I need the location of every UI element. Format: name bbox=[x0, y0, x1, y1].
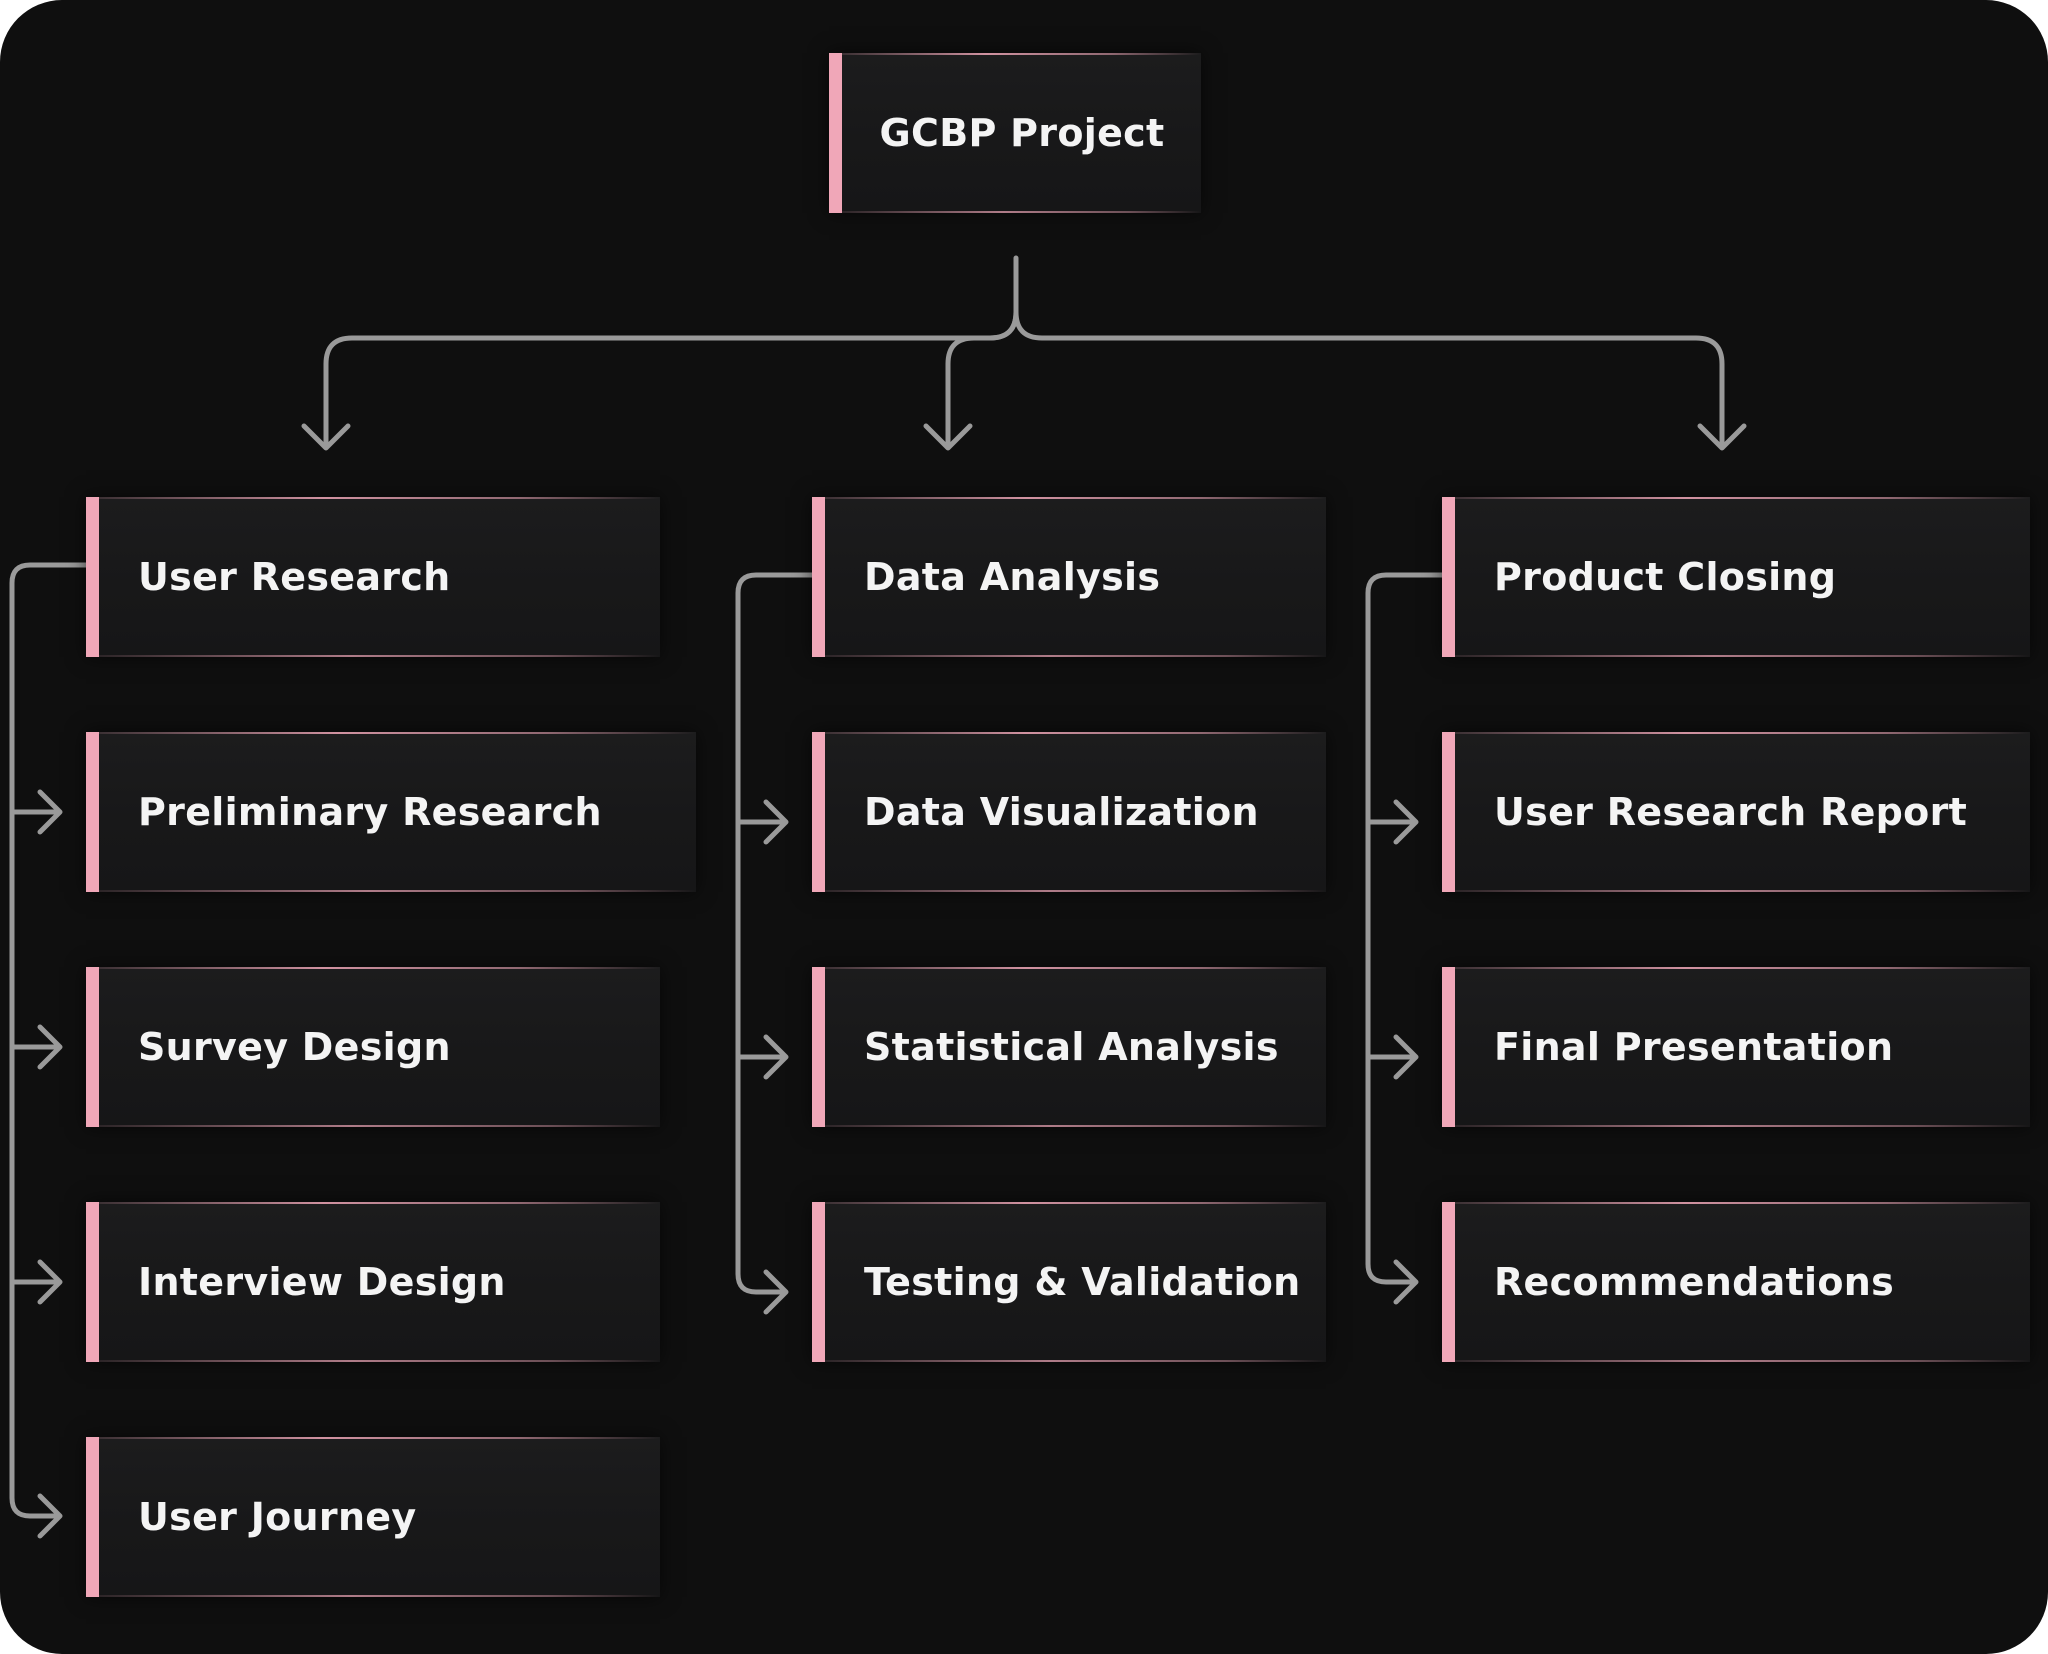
node-label: User Journey bbox=[138, 1495, 417, 1539]
node-label: Product Closing bbox=[1494, 555, 1837, 599]
root-node-label: GCBP Project bbox=[879, 111, 1165, 155]
column-3-header-node: Product Closing bbox=[1442, 497, 2030, 657]
arrowhead-right-c2-2 bbox=[763, 1034, 789, 1080]
column-1-child-node: User Journey bbox=[86, 1437, 660, 1597]
root-node: GCBP Project bbox=[829, 53, 1201, 213]
node-bottom-border bbox=[825, 1125, 1326, 1127]
column-1-spine bbox=[9, 562, 89, 1519]
node-bottom-border bbox=[825, 655, 1326, 657]
arrowhead-right-c3-1 bbox=[1393, 799, 1419, 845]
arrowhead-right-c3-3 bbox=[1393, 1259, 1419, 1305]
column-3-spine bbox=[1365, 572, 1445, 1285]
arrowhead-right-c3-2 bbox=[1393, 1034, 1419, 1080]
node-bottom-border bbox=[99, 1360, 660, 1362]
column-2-child-node: Statistical Analysis bbox=[812, 967, 1326, 1127]
node-bottom-border bbox=[99, 1595, 660, 1597]
arrowhead-right-c1-1 bbox=[37, 789, 63, 835]
column-1-child-node: Interview Design bbox=[86, 1202, 660, 1362]
column-3-child-node: Recommendations bbox=[1442, 1202, 2030, 1362]
node-label: Data Visualization bbox=[864, 790, 1259, 834]
node-label: User Research bbox=[138, 555, 451, 599]
column-3-child-node: Final Presentation bbox=[1442, 967, 2030, 1127]
node-label: Statistical Analysis bbox=[864, 1025, 1279, 1069]
node-label: Recommendations bbox=[1494, 1260, 1894, 1304]
node-bottom-border bbox=[1455, 890, 2030, 892]
node-label: Data Analysis bbox=[864, 555, 1161, 599]
node-bottom-border bbox=[825, 1360, 1326, 1362]
arrowhead-right-c2-1 bbox=[763, 799, 789, 845]
arrowhead-down-2 bbox=[923, 423, 973, 451]
arrowhead-down-1 bbox=[301, 423, 351, 451]
node-bottom-border bbox=[99, 890, 696, 892]
column-2-child-node: Testing & Validation bbox=[812, 1202, 1326, 1362]
arrowhead-right-c1-2 bbox=[37, 1024, 63, 1070]
root-to-column-3-connector bbox=[1013, 309, 1725, 447]
arrowhead-down-3 bbox=[1697, 423, 1747, 451]
node-label: User Research Report bbox=[1494, 790, 1968, 834]
column-1-header-node: User Research bbox=[86, 497, 660, 657]
node-bottom-border bbox=[1455, 1360, 2030, 1362]
node-bottom-border bbox=[825, 890, 1326, 892]
arrowhead-right-c1-4 bbox=[37, 1493, 63, 1539]
node-label: Survey Design bbox=[138, 1025, 451, 1069]
column-3-child-node: User Research Report bbox=[1442, 732, 2030, 892]
node-label: Preliminary Research bbox=[138, 790, 602, 834]
column-2-header-node: Data Analysis bbox=[812, 497, 1326, 657]
column-1-child-node: Preliminary Research bbox=[86, 732, 696, 892]
node-bottom-border bbox=[842, 211, 1201, 213]
node-label: Interview Design bbox=[138, 1260, 506, 1304]
node-label: Testing & Validation bbox=[864, 1260, 1301, 1304]
arrowhead-right-c2-3 bbox=[763, 1269, 789, 1315]
column-1-child-node: Survey Design bbox=[86, 967, 660, 1127]
column-2-child-node: Data Visualization bbox=[812, 732, 1326, 892]
node-bottom-border bbox=[1455, 655, 2030, 657]
arrowhead-right-c1-3 bbox=[37, 1259, 63, 1305]
node-bottom-border bbox=[99, 655, 660, 657]
node-bottom-border bbox=[1455, 1125, 2030, 1127]
node-label: Final Presentation bbox=[1494, 1025, 1894, 1069]
node-bottom-border bbox=[99, 1125, 660, 1127]
root-to-column-2-connector bbox=[945, 309, 1019, 447]
column-2-spine bbox=[735, 572, 815, 1295]
root-trunk-connector bbox=[323, 255, 1019, 447]
